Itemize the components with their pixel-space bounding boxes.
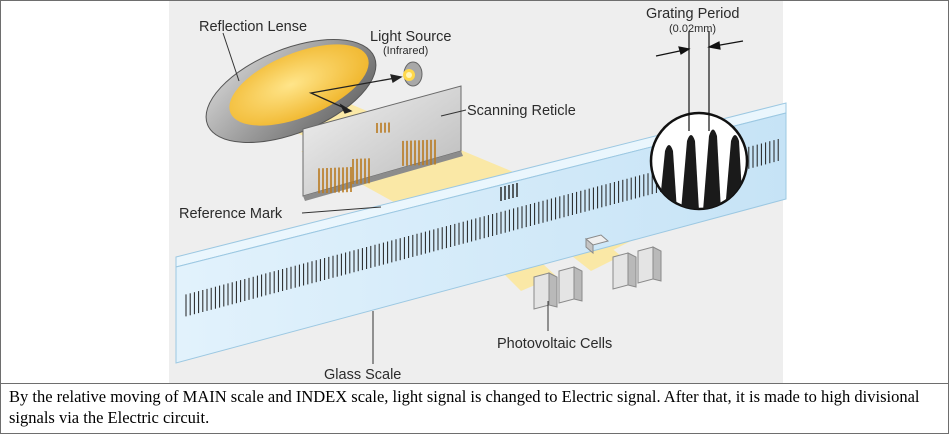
photovoltaic-cells-label: Photovoltaic Cells [497,336,612,352]
scanning-reticle-label: Scanning Reticle [467,103,576,119]
light-source-sublabel: (Infrared) [383,45,428,57]
glass-scale-label: Glass Scale [324,367,401,383]
photovoltaic-cell [533,272,558,310]
grating-period-value: (0.02mm) [669,23,716,35]
scanning-reticle [302,85,463,201]
grating-period-dimension [655,31,744,131]
reflection-arrows [308,74,403,114]
leader-lines [222,32,549,364]
reference-mark-label: Reference Mark [179,206,283,222]
reticle-gratings [318,122,436,194]
encoder-diagram: Reflection Lense Light Source (Infrared)… [169,1,787,383]
photovoltaic-cell [584,234,610,255]
light-source-label: Light Source [370,29,451,45]
grating-period-label: Grating Period [646,6,740,22]
reference-mark-lines [500,183,518,201]
reflection-lens-label: Reflection Lense [199,19,307,35]
caption-text: By the relative moving of MAIN scale and… [9,387,920,427]
photovoltaic-cell [637,246,662,284]
light-source [403,61,423,87]
figure-cell: Reflection Lense Light Source (Infrared)… [1,1,948,384]
photovoltaic-cell [612,252,637,290]
photovoltaic-cell [558,266,583,304]
photovoltaic-cell-group [533,234,662,310]
